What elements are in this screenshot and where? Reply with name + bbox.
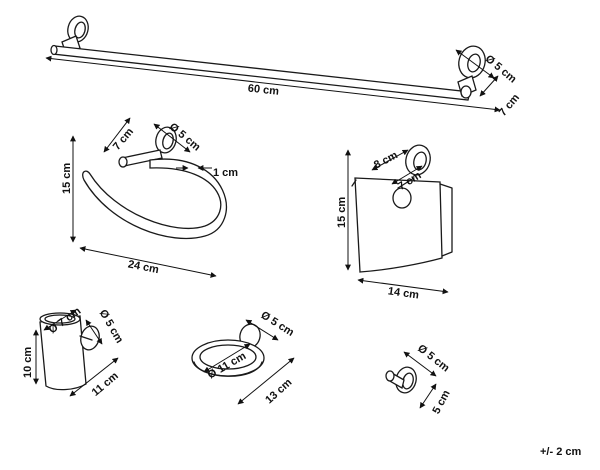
ring-depth-label: 7 cm — [111, 126, 136, 153]
dish-base-line — [245, 319, 279, 341]
hook-diameter-label: Ø 5 cm — [415, 342, 451, 374]
tumbler-base-line — [85, 319, 103, 345]
cup-diameter-line — [43, 309, 77, 331]
hook-depth-line — [419, 383, 437, 409]
length-dimension-line — [45, 55, 501, 113]
ring-depth-line — [103, 117, 131, 153]
rail-length-label: 60 cm — [247, 83, 279, 98]
holder-height-label: 15 cm — [336, 197, 348, 228]
ring-diameter-line — [153, 123, 191, 153]
hook-diameter-line — [403, 351, 437, 377]
robe-hook-drawing — [385, 366, 417, 394]
holder-width-line — [357, 277, 449, 295]
dish-depth-line — [237, 357, 295, 405]
towel-ring-drawing — [82, 126, 227, 240]
tumbler-base-label: Ø 5 cm — [97, 308, 126, 346]
diameter-dimension-line — [455, 49, 495, 79]
ring-width-label: 24 cm — [127, 258, 160, 276]
holder-depth-line — [371, 149, 409, 171]
paper-holder-drawing — [351, 144, 453, 273]
depth-dimension-line — [479, 75, 499, 97]
holder-base-depth-line — [391, 165, 423, 185]
tumbler-depth-line — [69, 357, 119, 397]
hook-depth-label: 5 cm — [430, 388, 452, 416]
dish-depth-label: 13 cm — [263, 376, 294, 406]
holder-width-label: 14 cm — [387, 285, 420, 301]
ring-height-label: 15 cm — [61, 163, 73, 194]
holder-depth-label: 8 cm — [372, 149, 400, 171]
dish-base-label: Ø 5 cm — [258, 309, 296, 339]
ring-thickness-label: 1 cm — [213, 167, 238, 179]
towel-ring-dimensions: 15 cm 24 cm 7 cm Ø 5 cm 1 cm — [61, 117, 238, 278]
tumbler-depth-label: 11 cm — [90, 370, 121, 399]
tolerance-note: +/- 2 cm — [540, 446, 581, 458]
dish-diameter-line — [203, 343, 251, 373]
rail-depth-label: 7 cm — [497, 92, 522, 119]
width-dimension-line — [79, 246, 217, 278]
rail-diameter-label: Ø 5 cm — [483, 53, 519, 86]
tumbler-height-label: 10 cm — [22, 347, 34, 378]
